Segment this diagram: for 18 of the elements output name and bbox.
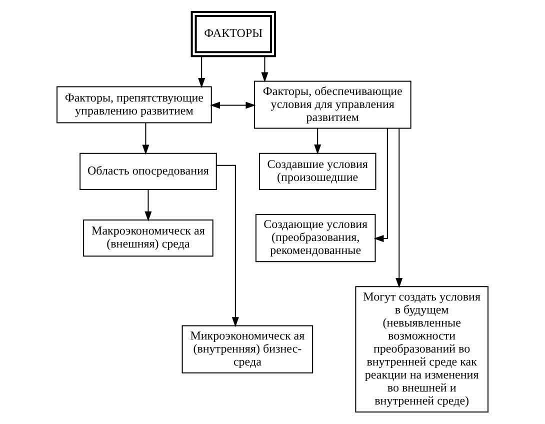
arrow: [374, 128, 388, 242]
arrow: [216, 164, 239, 328]
arrow: [396, 128, 403, 288]
arrow: [142, 122, 150, 155]
node-box: Создающие условия (преобразования, рекомендованные: [255, 214, 376, 262]
node-box: Область опосредования: [80, 152, 217, 190]
node-box: ФАКТОРЫ: [190, 11, 276, 58]
node-box: Создавшие условия (произошедшие: [258, 152, 376, 190]
arrow: [210, 102, 256, 109]
arrow: [261, 56, 268, 82]
node-box: Могут создать условия в будущем (невыявленные возможности преобразований во внутренней среде как реакции на изменения во внешней и внутренней среде): [355, 286, 488, 412]
node-box: Макроэкономическ ая (внешняя) среда: [83, 220, 214, 257]
arrow: [314, 128, 322, 155]
arrow: [198, 56, 206, 88]
node-box: Факторы, препятствующие управлению развитием: [56, 86, 212, 124]
node-box: Факторы, обеспечивающие условия для управления развитием: [254, 80, 412, 129]
node-box: Микроэкономическ ая (внутренняя) бизнес-среда: [182, 325, 314, 374]
arrow: [144, 189, 152, 222]
